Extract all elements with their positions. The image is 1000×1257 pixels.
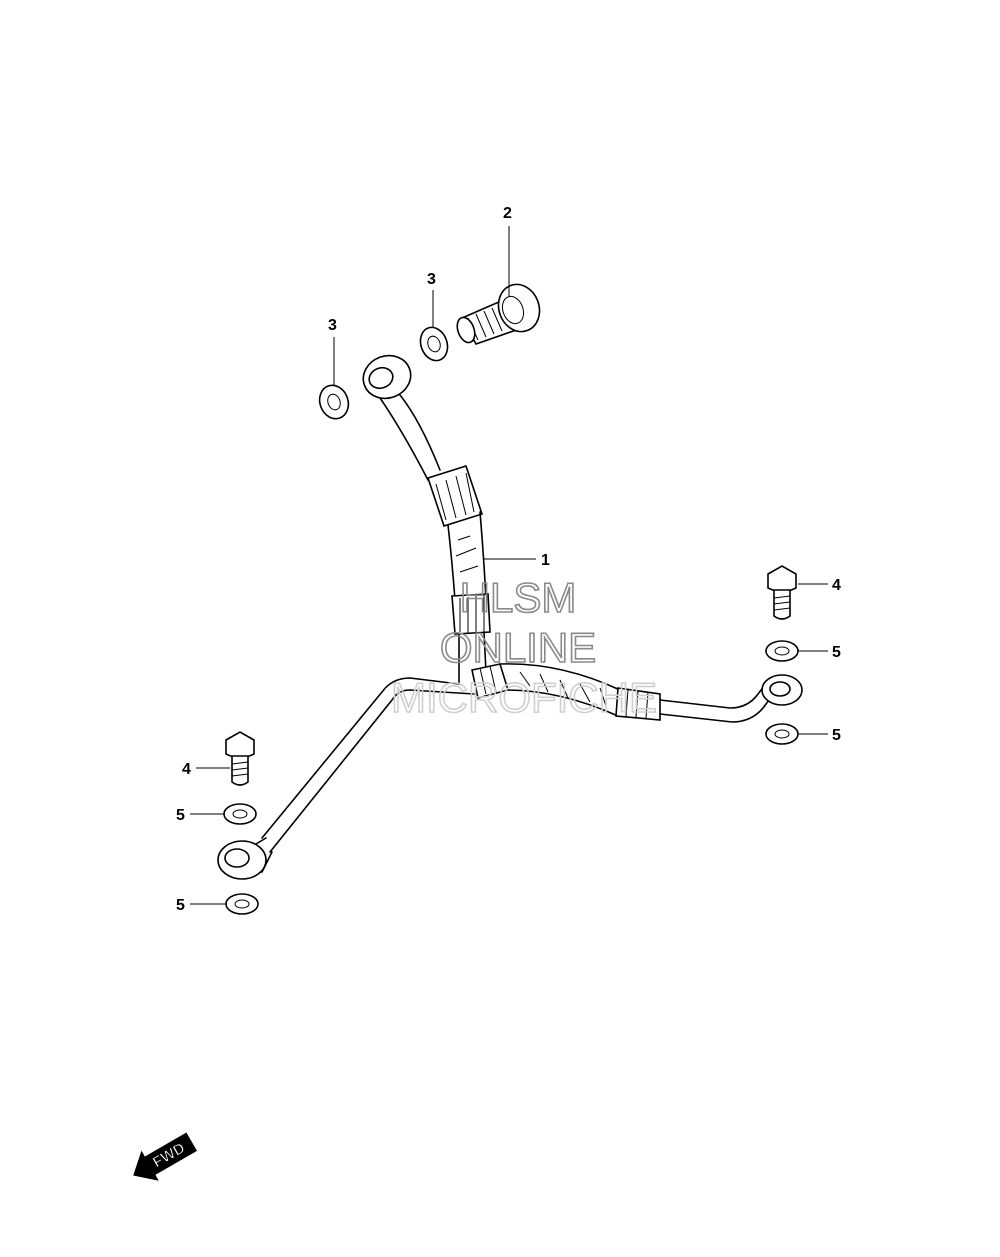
watermark: HLSM ONLINE MICROFICHE bbox=[390, 573, 658, 722]
leader-lines bbox=[190, 226, 828, 905]
label-part-3-right: 3 bbox=[427, 271, 436, 288]
fwd-arrow-icon bbox=[133, 1132, 197, 1181]
union-bolt[interactable] bbox=[454, 279, 546, 345]
label-part-2: 2 bbox=[503, 205, 512, 222]
label-part-4-left: 4 bbox=[182, 761, 191, 778]
label-part-5-left-top: 5 bbox=[176, 807, 185, 824]
gasket-upper-right[interactable] bbox=[416, 324, 452, 365]
bolt-right[interactable] bbox=[767, 565, 797, 620]
label-part-5-right-bottom: 5 bbox=[832, 727, 841, 744]
fwd-arrow: FWD bbox=[133, 1132, 197, 1181]
washer-right-bottom[interactable] bbox=[765, 723, 799, 745]
label-part-3-left: 3 bbox=[328, 317, 337, 334]
hose-assembly[interactable] bbox=[217, 349, 803, 880]
label-part-4-right: 4 bbox=[832, 577, 841, 594]
watermark-line-2: ONLINE bbox=[440, 624, 596, 671]
watermark-line-3: MICROFICHE bbox=[391, 674, 657, 721]
label-part-1: 1 bbox=[541, 552, 550, 569]
bolt-left[interactable] bbox=[225, 731, 255, 786]
label-part-5-left-bottom: 5 bbox=[176, 897, 185, 914]
washer-left-top[interactable] bbox=[223, 803, 257, 825]
label-part-5-right-top: 5 bbox=[832, 644, 841, 661]
washer-right-top[interactable] bbox=[765, 640, 799, 662]
watermark-line-1: HLSM bbox=[460, 574, 577, 621]
gasket-upper-left[interactable] bbox=[315, 381, 353, 423]
washer-left-bottom[interactable] bbox=[225, 893, 259, 915]
part-labels: 2 3 3 1 4 4 5 5 5 5 bbox=[176, 205, 841, 914]
